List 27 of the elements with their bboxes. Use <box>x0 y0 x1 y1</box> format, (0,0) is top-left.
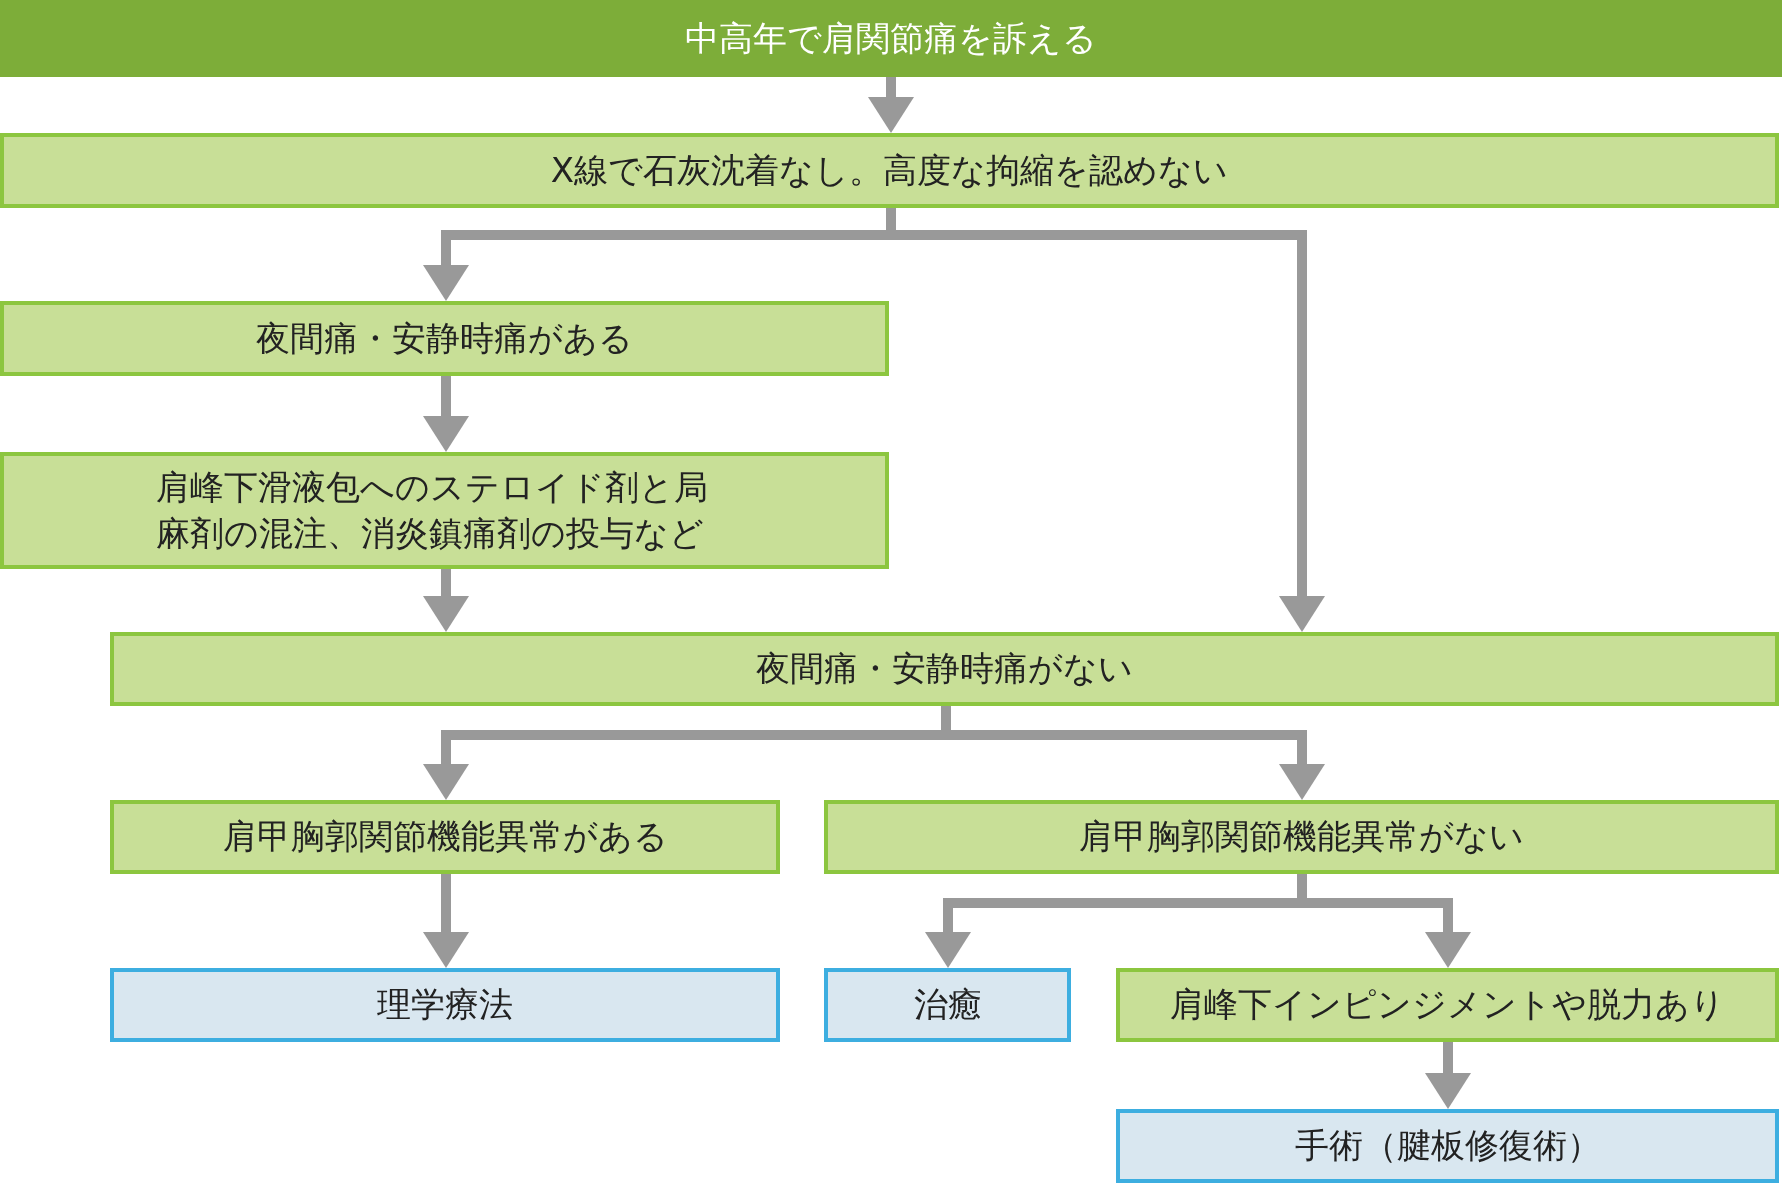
result-box <box>824 968 1071 1042</box>
result-box <box>1116 1109 1779 1183</box>
node-text: 理学療法 <box>377 983 513 1027</box>
title-bar <box>0 0 1782 77</box>
arrow <box>423 874 469 968</box>
node-text: 中高年で肩関節痛を訴える <box>685 16 1097 60</box>
node-text: 手術（腱板修復術） <box>1294 1124 1601 1168</box>
node-text: 肩甲胸郭関節機能異常がない <box>1079 815 1524 859</box>
node-text: 肩峰下滑液包へのステロイド剤と局麻剤の混注、消炎鎮痛剤の投与など <box>155 465 709 555</box>
process-box <box>0 452 889 569</box>
process-box <box>1116 968 1779 1042</box>
node-text: 肩甲胸郭関節機能異常がある <box>222 815 668 859</box>
node-text: 夜間痛・安静時痛がある <box>256 316 633 360</box>
arrow <box>423 376 469 452</box>
process-box <box>0 301 889 376</box>
node-text: X線で石灰沈着なし。高度な拘縮を認めない <box>550 148 1229 192</box>
result-box <box>110 968 780 1042</box>
process-box <box>110 632 1779 706</box>
node-text: 夜間痛・安静時痛がない <box>756 647 1133 691</box>
arrow <box>423 569 469 632</box>
process-box <box>824 800 1779 874</box>
arrow <box>868 77 914 133</box>
arrow <box>1425 1042 1471 1109</box>
process-box <box>110 800 780 874</box>
process-box <box>0 133 1779 208</box>
node-text: 治癒 <box>913 983 982 1027</box>
node-text: 肩峰下インピンジメントや脱力あり <box>1170 983 1725 1027</box>
